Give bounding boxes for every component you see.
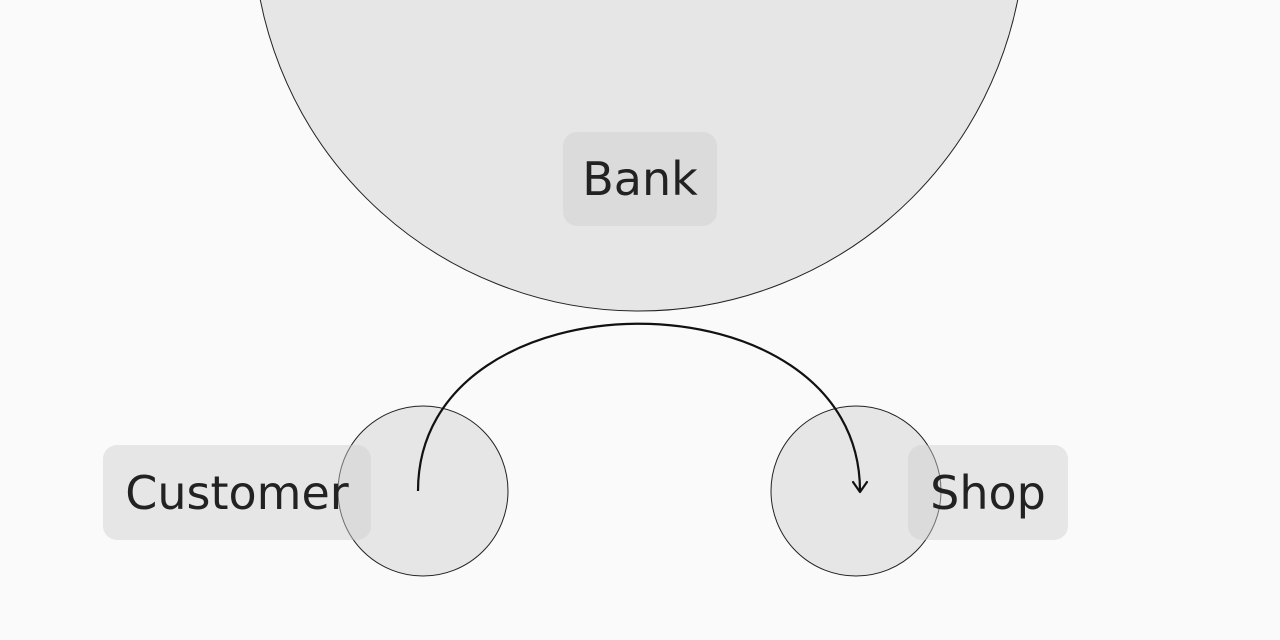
payment-flow-arrow	[416, 322, 862, 492]
shop-circle	[770, 405, 942, 577]
bank-label: Bank	[563, 132, 717, 226]
arrowhead-icon	[851, 480, 869, 494]
bank-circle	[259, 0, 1019, 312]
customer-label: Customer	[103, 445, 371, 540]
shop-label: Shop	[908, 445, 1068, 540]
customer-circle	[337, 405, 509, 577]
